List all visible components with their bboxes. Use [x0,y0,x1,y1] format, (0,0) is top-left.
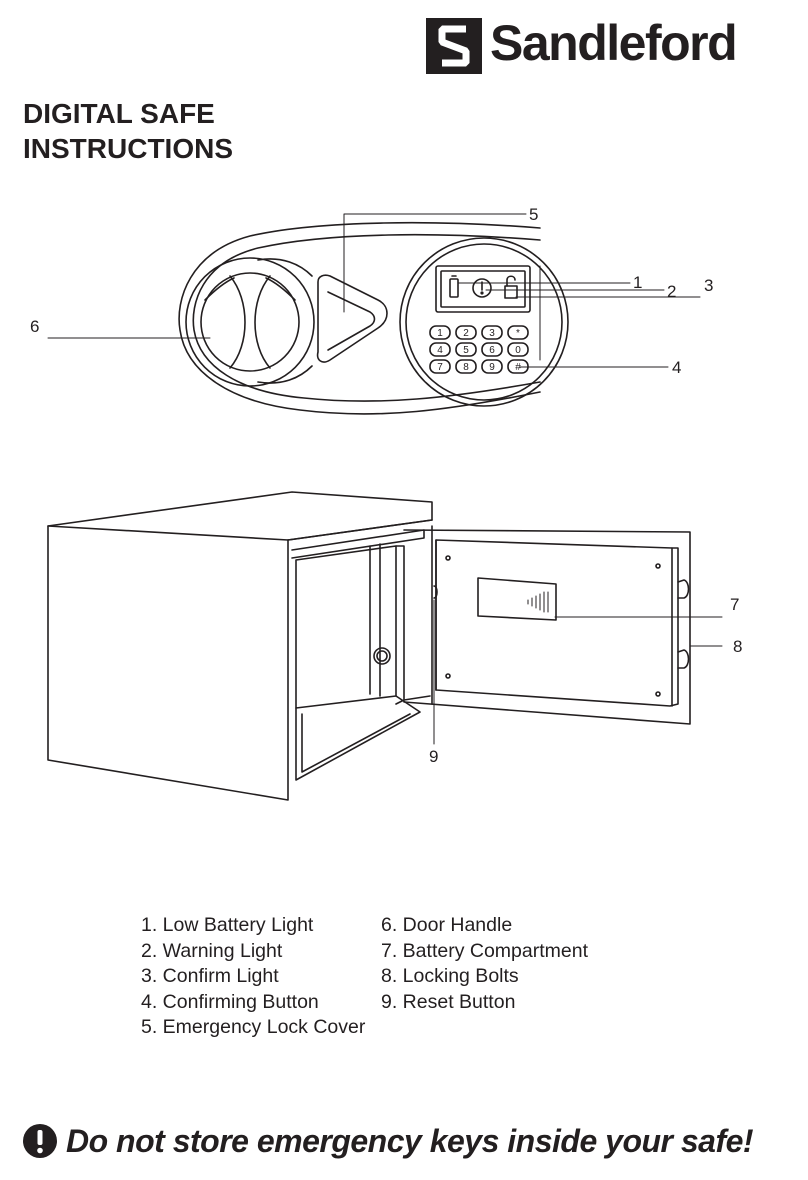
callout-8: 8 [733,637,742,656]
key-3: 3 [489,328,495,339]
keypad-grid [429,325,529,374]
legend-item: 9. Reset Button [381,990,516,1013]
safe-door [403,525,691,725]
safe-body [47,491,433,801]
brand-logo: Sandleford [426,15,790,76]
legend-item: 4. Confirming Button [141,990,319,1013]
legend-item: 1. Low Battery Light [141,914,314,936]
title-line-1: DIGITAL SAFE [23,98,215,129]
legend-item: 8. Locking Bolts [381,965,519,987]
display-window [435,265,531,313]
exclamation-icon [23,1124,57,1158]
key-6: 6 [489,345,495,356]
callout-7: 7 [730,595,739,614]
warning-banner: Do not store emergency keys inside your … [22,1116,802,1166]
legend-right-column: 6. Door Handle 7. Battery Compartment 8.… [381,913,588,1015]
legend-item: 5. Emergency Lock Cover [141,1016,366,1038]
callout-4: 4 [672,358,681,377]
brand-name: Sandleford [490,15,738,71]
legend-item: 3. Confirm Light [141,965,279,987]
legend-item: 7. Battery Compartment [381,939,588,962]
leader-lines-top [47,213,701,368]
lock-icon [504,285,518,299]
title-line-2: INSTRUCTIONS [23,133,233,164]
battery-icon [449,278,459,298]
callout-1: 1 [633,273,642,292]
key-9: 9 [489,362,495,373]
key-4: 4 [437,345,443,356]
callout-3: 3 [704,276,713,295]
leader-lines-bottom [433,599,723,745]
key-0: 0 [515,345,521,356]
warning-text: Do not store emergency keys inside your … [66,1122,754,1159]
legend-left-column: 1. Low Battery Light 2. Warning Light 3.… [141,913,365,1041]
legend-item: 6. Door Handle [381,914,513,936]
key-5: 5 [463,345,469,356]
front-panel [178,221,541,415]
keypad-labels: 1 2 3 * 4 5 6 0 7 8 9 # [437,328,521,373]
key-2: 2 [463,328,469,339]
page-title: DIGITAL SAFE INSTRUCTIONS [23,96,233,166]
sandleford-s-icon [426,18,482,74]
key-hash: # [515,362,521,373]
callout-9: 9 [429,747,438,766]
callout-5: 5 [529,205,538,224]
emergency-lock-cover [316,274,388,363]
callout-6: 6 [30,317,39,336]
callout-2: 2 [667,282,676,301]
warning-light-icon [472,278,492,298]
keypad-housing [399,237,569,407]
callout-numbers: 5 1 2 3 6 4 7 8 9 [30,205,742,766]
key-1: 1 [437,328,443,339]
key-7: 7 [437,362,443,373]
key-star: * [516,328,520,339]
key-8: 8 [463,362,469,373]
legend-item: 2. Warning Light [141,939,283,962]
door-handle [185,257,315,387]
